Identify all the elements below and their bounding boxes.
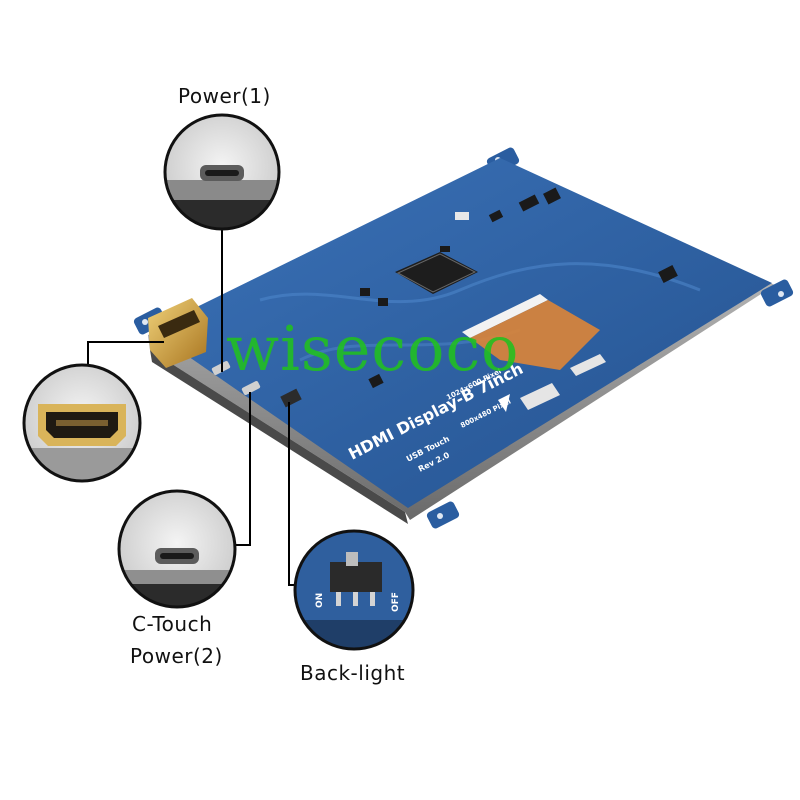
label-power2: Power(2) — [130, 644, 223, 668]
pcb-board — [150, 158, 772, 508]
zoom-circle-backlight: ON OFF — [293, 529, 415, 651]
mount-tab — [760, 279, 794, 307]
backlight-switch — [280, 388, 302, 408]
board-label-sticker — [520, 383, 560, 410]
zoom-circle-power2 — [117, 489, 237, 609]
label-backlight: Back-light — [300, 661, 406, 685]
micro-usb-power2 — [241, 381, 261, 395]
fpc-connector — [462, 294, 548, 338]
watermark: wisecoco — [226, 312, 520, 385]
leader-hdmi — [87, 341, 164, 366]
zoom-circle-power1 — [163, 113, 281, 231]
leader-lines — [87, 229, 296, 586]
leader-backlight — [288, 402, 296, 586]
smd-components — [360, 187, 678, 389]
mount-tab — [426, 501, 460, 529]
display-glass-edge — [150, 350, 408, 524]
switch-on-text: ON — [315, 593, 325, 608]
v-logo — [498, 394, 510, 412]
leader-power2 — [235, 392, 251, 546]
flex-cable — [470, 300, 600, 370]
hdmi-port — [148, 298, 208, 368]
label-power1: Power(1) — [178, 84, 271, 108]
switch-off-text: OFF — [391, 592, 401, 612]
label-c-touch: C-Touch — [132, 612, 213, 636]
display-module: HDMI Display-B 7inch USB Touch Rev 2.0 1… — [133, 147, 794, 529]
zoom-circle-hdmi — [22, 363, 142, 483]
